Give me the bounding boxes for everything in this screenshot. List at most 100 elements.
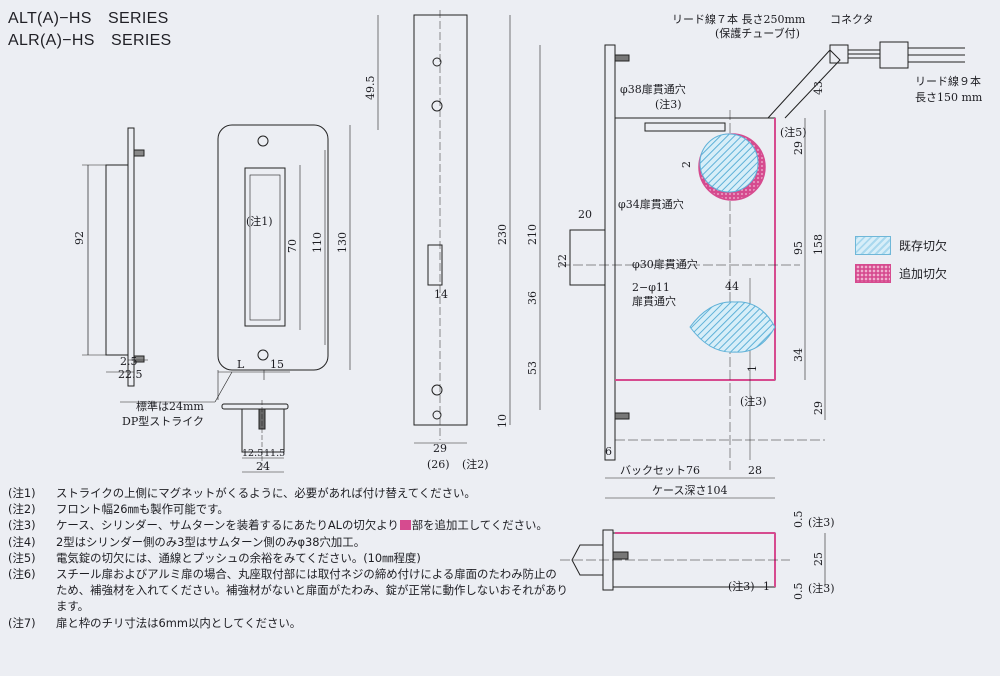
dim-158: 158	[812, 234, 825, 255]
note-item: (注4) 2型はシリンダー側のみ3型はサムターン側のみφ38穴加工。	[8, 534, 568, 550]
note-text: 2型はシリンダー側のみ3型はサムターン側のみφ38穴加工。	[56, 534, 366, 549]
dim-92: 92	[73, 231, 86, 245]
hole-11-sublabel: 扉貫通穴	[632, 294, 676, 308]
strike-side-view	[82, 127, 148, 387]
note-item: (注7) 扉と枠のチリ寸法は6mm以内としてください。	[8, 615, 568, 631]
note-item: (注1) ストライクの上側にマグネットがくるように、必要があれば付け替えてください…	[8, 485, 568, 501]
lock-side-view	[560, 41, 965, 499]
dim-11-5: 11.5	[264, 448, 285, 459]
dim-95: 95	[792, 241, 805, 255]
lead-wire-7-label: リード線７本 長さ250mm	[672, 12, 806, 26]
dim-0-5-bottom: 0.5	[792, 583, 805, 601]
notes-list: (注1) ストライクの上側にマグネットがくるように、必要があれば付け替えてください…	[8, 485, 568, 631]
strike-front-view	[120, 124, 351, 403]
dim-29-bottom: 29	[812, 401, 825, 415]
note-text: ケース、シリンダー、サムターンを装着するにあたりALの切欠より	[56, 518, 399, 533]
bottom-note3-bottom: (注3)	[808, 581, 835, 595]
dim-130: 130	[336, 232, 349, 253]
series-title-alr: ALR(A)−HS SERIES	[8, 32, 172, 49]
dim-44: 44	[725, 280, 739, 293]
dim-110: 110	[311, 232, 324, 253]
hole-34-label: φ34扉貫通穴	[618, 197, 684, 211]
dim-10: 10	[496, 414, 509, 428]
bottom-note3-top: (注3)	[808, 515, 835, 529]
dim-25: 25	[812, 552, 825, 566]
bottom-note3-left: (注3)	[728, 579, 755, 593]
dim-14: 14	[434, 288, 448, 301]
legend-added-cutout: 追加切欠	[855, 264, 947, 283]
dim-1: 1	[746, 365, 759, 372]
dim-12-5: 12.5	[242, 448, 263, 459]
hole-38-label: φ38扉貫通穴	[620, 82, 686, 96]
note-text: 扉と枠のチリ寸法は6mm以内としてください。	[56, 615, 302, 630]
note-key: (注6)	[8, 567, 36, 582]
note-key: (注4)	[8, 534, 36, 549]
note-key: (注1)	[8, 486, 36, 500]
case-depth-label: ケース深さ104	[652, 484, 727, 497]
note-item: (注3) ケース、シリンダー、サムターンを装着するにあたりALの切欠より部を追加工…	[8, 517, 568, 533]
crosshatch-swatch-icon	[855, 264, 891, 283]
dim-43: 43	[812, 81, 825, 95]
note-item: (注6) スチール扉およびアルミ扉の場合、丸座取付部には取付ネジの締め付けによる扉…	[8, 566, 568, 615]
dim-34: 34	[792, 348, 805, 362]
hole-30-label: φ30扉貫通穴	[632, 257, 698, 271]
dim-2-5: 2.5	[120, 355, 138, 368]
dim-0-5-top: 0.5	[792, 511, 805, 529]
dim-22-5: 22.5	[118, 368, 143, 381]
hatch-swatch-icon	[855, 236, 891, 255]
dim-15: 15	[270, 358, 284, 371]
note2-ref: (注2)	[462, 457, 489, 471]
dim-230: 230	[496, 224, 509, 245]
hole-11-label: 2−φ11	[632, 281, 670, 294]
lead-wire-9-length: 長さ150 mm	[915, 91, 983, 104]
protective-tube-label: (保護チューブ付)	[715, 26, 800, 40]
note-item: (注2) フロント幅26㎜も製作可能です。	[8, 501, 568, 517]
dim-20: 20	[578, 208, 592, 221]
standard-24mm-label: 標準は24mm	[136, 399, 204, 413]
lead-wire-9-label: リード線９本	[915, 74, 981, 88]
dim-6: 6	[605, 445, 612, 458]
strike-note1-ref: (注1)	[246, 214, 273, 228]
note-key: (注5)	[8, 550, 36, 565]
dim-26: (26)	[427, 458, 450, 471]
dim-24: 24	[256, 460, 270, 473]
backset-label: バックセット76	[620, 464, 700, 477]
note-item: (注5)電気錠の切欠には、通線とプッシュの余裕をみてください。(10㎜程度)	[8, 550, 568, 566]
note3-ref: (注3)	[740, 394, 767, 408]
added-cutout-swatch-icon	[399, 520, 411, 531]
dim-1-bottom: 1	[763, 580, 770, 593]
dim-L: L	[237, 358, 245, 371]
note-key: (注7)	[8, 615, 36, 630]
note5-ref: (注5)	[780, 125, 807, 139]
connector-label: コネクタ	[830, 13, 874, 26]
hole-38-note: (注3)	[655, 97, 682, 111]
note-text: フロント幅26㎜も製作可能です。	[56, 502, 229, 517]
dim-53: 53	[526, 361, 539, 375]
note-text: ストライクの上側にマグネットがくるように、必要があれば付け替えてください。	[56, 486, 476, 500]
note-key: (注2)	[8, 502, 36, 517]
dim-36: 36	[526, 291, 539, 305]
note-text: 部を追加工してください。	[411, 518, 548, 533]
legend-label: 追加切欠	[899, 267, 948, 281]
series-title-alt: ALT(A)−HS SERIES	[8, 10, 169, 27]
existing-cutout-30	[689, 301, 776, 353]
legend-label: 既存切欠	[899, 239, 948, 253]
dim-210: 210	[526, 224, 539, 245]
dim-70: 70	[286, 239, 299, 253]
lock-front-view	[377, 10, 541, 444]
dim-22: 22	[556, 254, 569, 268]
dim-2: 2	[680, 161, 693, 168]
dim-28: 28	[748, 464, 762, 477]
dp-strike-label: DP型ストライク	[122, 414, 204, 428]
note-text: スチール扉およびアルミ扉の場合、丸座取付部には取付ネジの締め付けによる扉面のたわ…	[56, 567, 568, 614]
existing-cutout-34	[699, 133, 759, 193]
dp-strike-view	[221, 400, 289, 473]
dim-29: 29	[433, 442, 447, 455]
note-key: (注3)	[8, 518, 36, 533]
legend-existing-cutout: 既存切欠	[855, 236, 947, 255]
lock-bottom-view	[560, 529, 826, 591]
dim-29-top: 29	[792, 141, 805, 155]
dim-49-5: 49.5	[364, 76, 377, 101]
